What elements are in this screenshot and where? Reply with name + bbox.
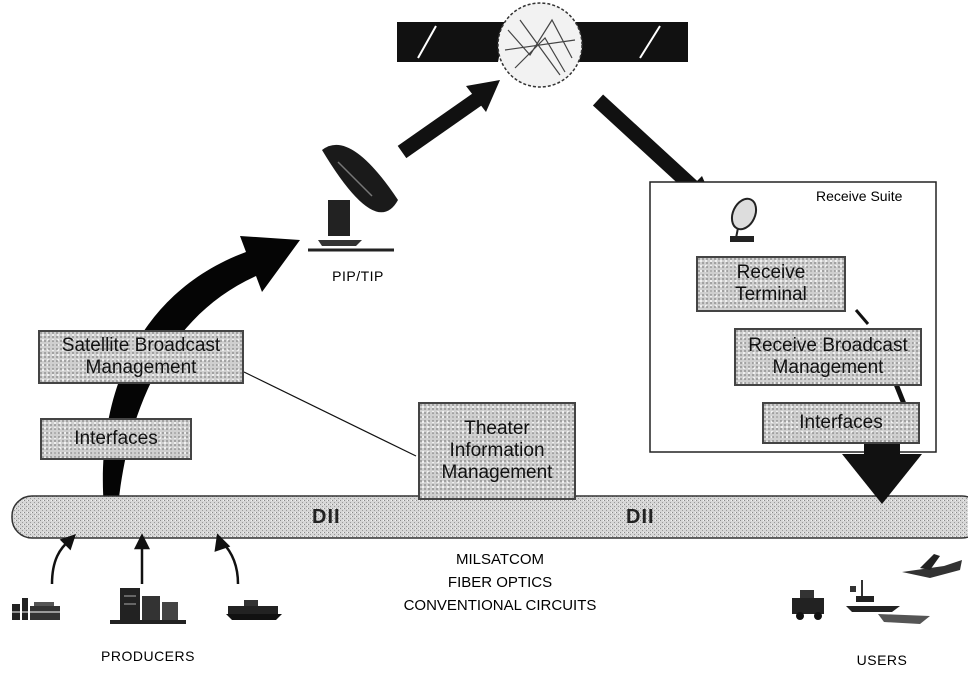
- receive-broadcast-management-label: Receive Broadcast Management: [748, 335, 908, 378]
- theater-information-management-label: Theater Information Management: [441, 418, 553, 483]
- media-item: MILSATCOM: [455, 551, 545, 568]
- dii-bus: [11, 495, 968, 539]
- media-item: CONVENTIONAL CIRCUITS: [403, 597, 597, 614]
- dii-label-right: DII: [626, 506, 655, 528]
- transmission-media-list: MILSATCOM FIBER OPTICS CONVENTIONAL CIRC…: [370, 548, 630, 617]
- producer-arrows: [50, 533, 240, 585]
- satellite-dish-icon: [308, 144, 398, 252]
- ship-icon: [226, 600, 282, 620]
- interfaces-right-box: Interfaces: [762, 402, 920, 444]
- media-item: FIBER OPTICS: [447, 574, 553, 591]
- factory-icon: [10, 598, 66, 620]
- vehicle-icon: [792, 590, 824, 620]
- satellite-broadcast-management-box: Satellite Broadcast Management: [38, 330, 244, 384]
- uplink-arrow: [397, 80, 500, 159]
- satellite-icon: [397, 2, 688, 88]
- receive-terminal-box: Receive Terminal: [696, 256, 846, 312]
- receive-suite-title: Receive Suite: [816, 188, 903, 204]
- ship-group-icon: [846, 580, 930, 624]
- receive-terminal-label: Receive Terminal: [735, 262, 807, 305]
- satellite-broadcast-management-label: Satellite Broadcast Management: [61, 335, 221, 378]
- building-icon: [110, 588, 186, 624]
- receive-dish-icon: [730, 197, 758, 242]
- producer-facilities-icons: [10, 588, 282, 624]
- dii-label-left: DII: [312, 506, 341, 528]
- uplink-station-label: PIP/TIP: [332, 268, 384, 284]
- interfaces-left-box: Interfaces: [40, 418, 192, 460]
- interfaces-left-label: Interfaces: [74, 428, 158, 449]
- aircraft-icon: [902, 554, 962, 578]
- theater-information-management-box: Theater Information Management: [418, 402, 576, 500]
- connector-line: [243, 371, 417, 457]
- user-platforms-icons: [792, 554, 962, 624]
- users-label: USERS: [856, 652, 908, 668]
- receive-broadcast-management-box: Receive Broadcast Management: [734, 328, 922, 386]
- interfaces-right-label: Interfaces: [799, 412, 883, 433]
- producers-label: PRODUCERS: [101, 648, 195, 664]
